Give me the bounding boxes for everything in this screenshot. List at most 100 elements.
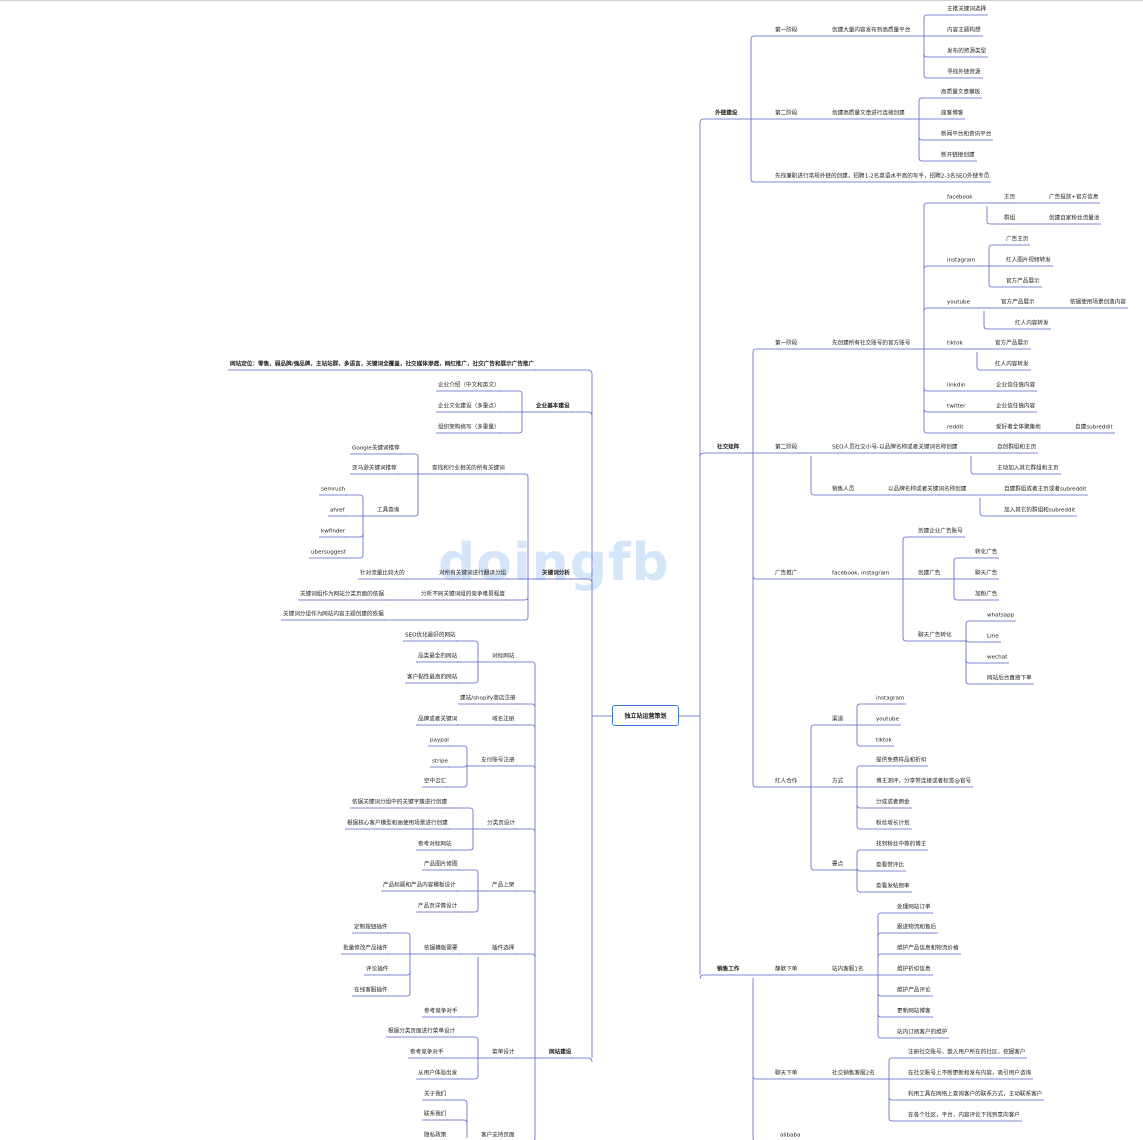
mindmap-node-pl2[interactable]: 批量修改产品插件 [343,945,388,952]
mindmap-node-sj4[interactable]: 红人合作 [775,778,798,785]
mindmap-node-tl1[interactable]: semrush [321,486,346,493]
mindmap-node-wz9c[interactable]: 隐私政策 [424,1132,447,1139]
mindmap-node-wz3[interactable]: 域名注册 [492,716,515,723]
mindmap-node-tl2[interactable]: ahref [330,507,345,514]
mindmap-node-ch2[interactable]: Line [987,633,999,640]
mindmap-node-wz7[interactable]: 插件选择 [492,945,515,952]
root-node[interactable]: 独立站运营策划 [612,705,679,726]
mindmap-node-wz4b[interactable]: stripe [432,758,448,765]
mindmap-node-pl3[interactable]: 评论插件 [366,966,389,973]
mindmap-node-yt1a[interactable]: 依据使用场景创造内容 [1070,299,1126,306]
mindmap-node-ig[interactable]: instagram [947,257,976,264]
mindmap-node-xs2a2[interactable]: 在社交账号上不断更新和发布内容，吸引用户咨询 [908,1070,1032,1077]
mindmap-node-l_qy[interactable]: 企业基本建设 [536,403,570,410]
mindmap-node-wz5c[interactable]: 参考对标网站 [418,841,452,848]
mindmap-node-r_wl[interactable]: 外链建设 [715,110,738,117]
mindmap-node-rd1[interactable]: 爱好者全体聚集地 [996,424,1041,431]
mindmap-node-tw[interactable]: twitter [947,403,966,410]
mindmap-node-wz8b[interactable]: 参考竞争对手 [410,1049,444,1056]
mindmap-node-gj1b[interactable]: 亚马逊关键词推荐 [352,465,397,472]
mindmap-node-sj3a[interactable]: facebook, instagram [832,570,890,577]
mindmap-node-wz4c[interactable]: 空中云汇 [424,778,447,785]
mindmap-node-xs1a3[interactable]: 维护产品信息和物流价格 [897,945,959,952]
mindmap-node-gj2[interactable]: 对所有关键词进行翻译分组 [439,570,507,577]
mindmap-node-wz2[interactable]: 建站/shopify商店注册 [460,695,516,702]
mindmap-node-xs2a1[interactable]: 注册社交账号，嵌入用户所在的社区，挖掘客户 [908,1049,1026,1056]
mindmap-node-wl1a2[interactable]: 内容主题构想 [947,27,981,34]
mindmap-node-wz9[interactable]: 客户支持页面 [481,1132,515,1139]
mindmap-node-yt1[interactable]: 官方产品展示 [1001,299,1035,306]
mindmap-node-xs2a[interactable]: 社交销售客服2名 [832,1070,875,1077]
mindmap-node-gj1[interactable]: 查找和行业相关的所有关键词 [432,465,505,472]
mindmap-node-ch4[interactable]: 网站后台直接下单 [987,675,1032,682]
mindmap-node-sj4b2[interactable]: 博主测评，分享带连接或者标签@官号 [876,778,972,785]
mindmap-node-tl3[interactable]: kwfinder [321,528,346,535]
mindmap-node-sj1[interactable]: 第一阶段 [775,340,798,347]
mindmap-node-gj3a[interactable]: 关键词组作为网站分类页面的依据 [300,591,384,598]
mindmap-node-wz7b[interactable]: 参考竞争对手 [424,1008,458,1015]
mindmap-node-r_sj[interactable]: 社交矩阵 [717,444,740,451]
mindmap-node-wz5a[interactable]: 依据关键词分组中的关键字簇进行创建 [352,799,448,806]
mindmap-node-qy1[interactable]: 企业介绍（中文和英文） [438,382,500,389]
mindmap-node-sj4c2[interactable]: 查看赞评比 [876,862,904,869]
mindmap-node-rd[interactable]: reddit [947,424,964,431]
mindmap-node-wl2a2[interactable]: 座客博客 [941,110,964,117]
mindmap-node-pl4[interactable]: 在线客服插件 [354,987,388,994]
mindmap-node-sj2a2[interactable]: 主动加入其它群组和主页 [997,465,1059,472]
mindmap-node-wz9a[interactable]: 关于我们 [424,1091,447,1098]
mindmap-node-xs1a6[interactable]: 更新网站博客 [897,1008,931,1015]
mindmap-node-tk1[interactable]: 官方产品展示 [995,340,1029,347]
mindmap-node-sj4c1[interactable]: 找到粉丝中等的博主 [876,841,927,848]
mindmap-node-xs1a1[interactable]: 处理网站订单 [897,904,931,911]
mindmap-node-wl2a4[interactable]: 断开链接创建 [941,152,975,159]
mindmap-node-fb2[interactable]: 群组 [1004,215,1016,222]
mindmap-node-wz8c[interactable]: 从用户体验出发 [418,1070,458,1077]
mindmap-node-sj3[interactable]: 广告推广 [775,570,798,577]
mindmap-node-fb2a[interactable]: 创建自家粉丝流量池 [1049,215,1100,222]
mindmap-node-l_wz[interactable]: 网站建设 [549,1049,572,1056]
mindmap-node-wz5b[interactable]: 根据核心客户模型和画使用场景进行创建 [347,820,448,827]
mindmap-node-wz9b[interactable]: 联系我们 [424,1111,447,1118]
mindmap-node-tl4[interactable]: ubersuggest [311,549,346,556]
mindmap-node-wz7a[interactable]: 依据模板需要 [424,945,458,952]
mindmap-node-tk2[interactable]: 红人内容转发 [995,361,1029,368]
mindmap-node-xs1a[interactable]: 站内客服1名 [832,966,864,973]
mindmap-node-wz6a[interactable]: 产品图片修图 [424,861,458,868]
mindmap-node-fb1a[interactable]: 广告投放+官方信息 [1049,194,1099,201]
mindmap-node-sj3a3[interactable]: 聊天广告转化 [918,632,952,639]
mindmap-node-gj1c[interactable]: 工具查询 [377,507,400,514]
mindmap-node-sj2[interactable]: 第二阶段 [775,444,798,451]
mindmap-node-li[interactable]: linkdin [947,382,966,389]
mindmap-node-wl2a1[interactable]: 高质量文章模板 [941,89,981,96]
mindmap-node-xs2[interactable]: 聊天下单 [775,1070,798,1077]
mindmap-node-qy3[interactable]: 组织架构搞写（多重量） [438,424,500,431]
mindmap-node-wl3[interactable]: 先找兼职进行常规外链的创建，招聘1-2名英语水平高的写手，招聘2-3名SEO外链… [775,173,990,180]
mindmap-node-ig1[interactable]: 广告主页 [1006,236,1029,243]
mindmap-node-r_xs[interactable]: 销售工作 [717,966,740,973]
mindmap-node-wl2a3[interactable]: 新闻平台和资讯平台 [941,131,992,138]
mindmap-node-tk[interactable]: tiktok [947,340,963,347]
mindmap-node-sj2b1a[interactable]: 自建群组或者主页或者subreddit [1004,486,1087,493]
mindmap-node-ch3[interactable]: wechat [987,654,1008,661]
mindmap-node-wz3a[interactable]: 品牌或者关键词 [418,716,458,723]
mindmap-node-ad1[interactable]: 转化广告 [975,549,998,556]
mindmap-node-l_gj[interactable]: 关键词分析 [542,570,570,577]
mindmap-node-ad3[interactable]: 加粉广告 [975,591,998,598]
mindmap-node-xs2a3[interactable]: 利用工具在网络上查询客户的联系方式，主动联系客户 [908,1091,1043,1098]
mindmap-node-xs1a7[interactable]: 站内订阅客户的维护 [897,1029,948,1036]
mindmap-node-tw1[interactable]: 企业信任值内容 [996,403,1036,410]
mindmap-node-xs1a4[interactable]: 维护折扣信息 [897,966,931,973]
mindmap-node-gj2a[interactable]: 针对流量比较大的 [360,570,405,577]
mindmap-node-ad2[interactable]: 聊天广告 [975,570,998,577]
mindmap-node-sj2a[interactable]: SEO人员社交小号-以品牌名称或者关键词名称创建 [832,444,958,451]
mindmap-node-wz8a[interactable]: 根据分类页面进行菜单设计 [388,1028,456,1035]
mindmap-node-xs1a5[interactable]: 维护产品评论 [897,987,931,994]
mindmap-node-sj4b[interactable]: 方式 [832,778,844,785]
mindmap-node-wz6c[interactable]: 产品页详情设计 [418,903,458,910]
mindmap-node-pl1[interactable]: 定制按钮插件 [354,924,388,931]
mindmap-node-gj4[interactable]: 关键词分组作为网站内容主题创建的依据 [283,611,384,618]
mindmap-node-wz1[interactable]: 对标网站 [492,653,515,660]
mindmap-node-wz1a[interactable]: SEO优化最好的网站 [405,632,456,639]
mindmap-node-sj4a2[interactable]: youtube [876,716,900,723]
mindmap-node-ig3[interactable]: 官方产品展示 [1006,278,1040,285]
